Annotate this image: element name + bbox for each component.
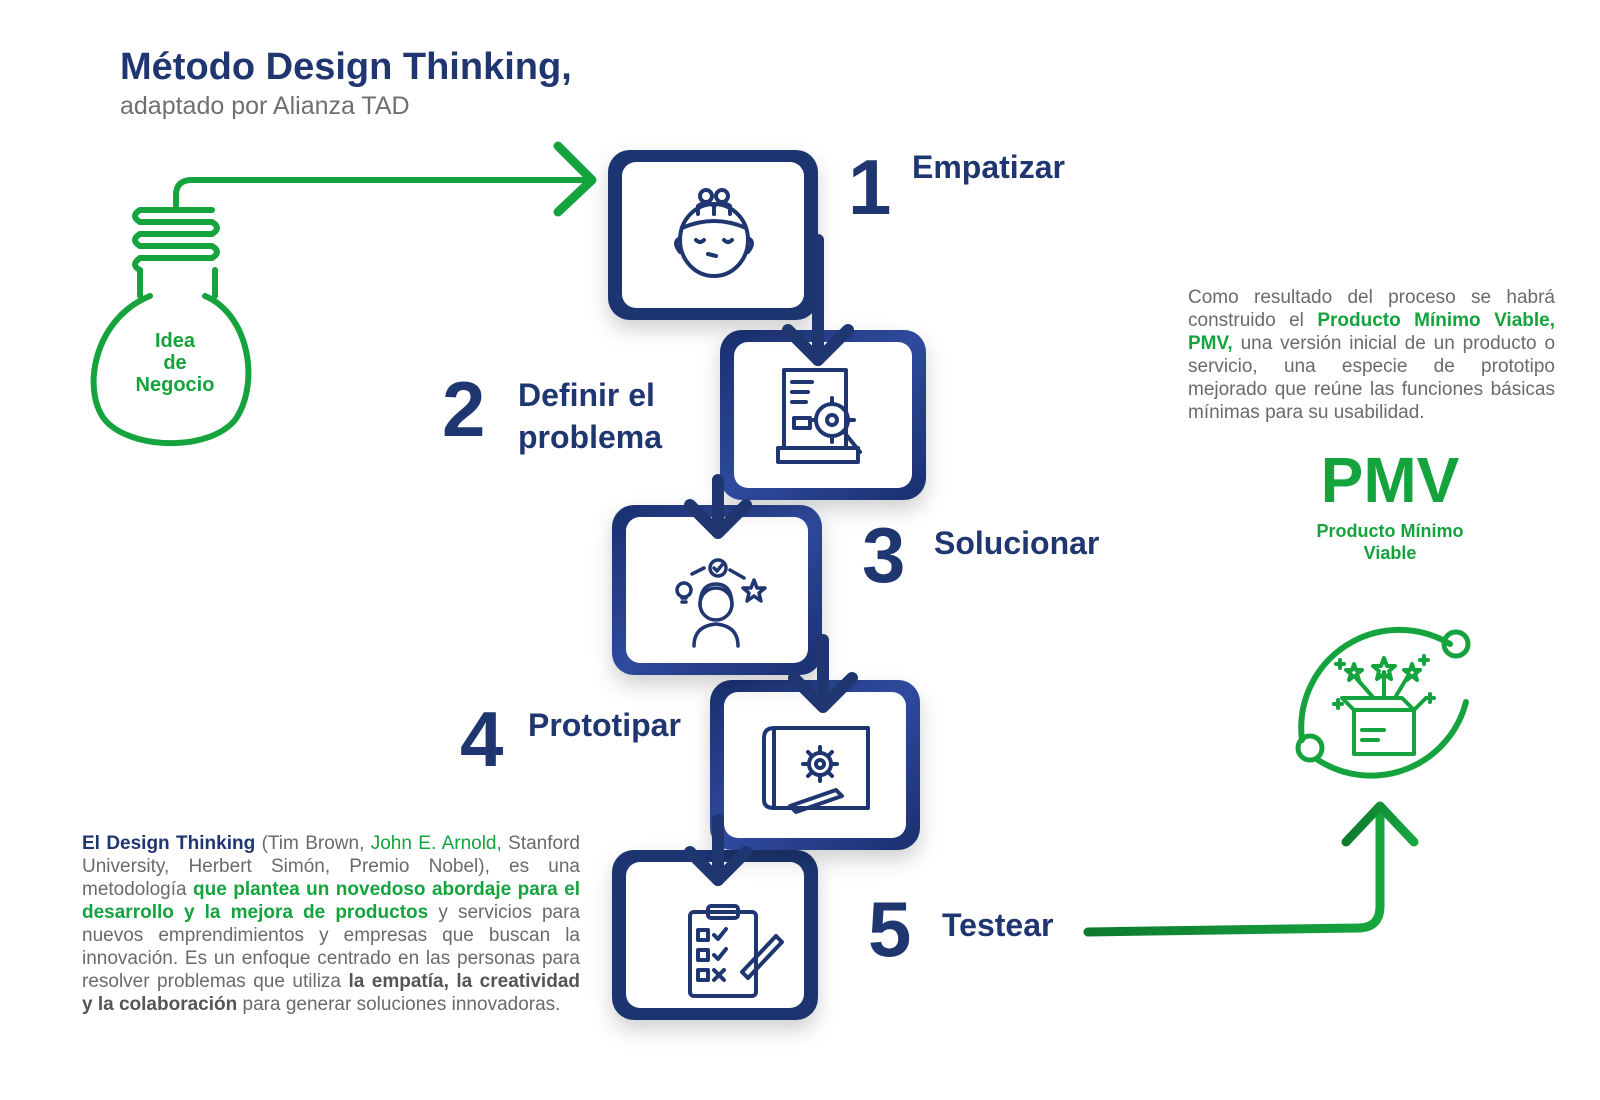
arrow-to-step1-icon xyxy=(553,141,597,217)
step-number-5: 5 xyxy=(868,885,912,973)
dt-text: Stanford University, Herbert Simón, Prem… xyxy=(82,833,580,900)
document-target-icon xyxy=(776,368,862,464)
person-ideas-icon xyxy=(675,558,767,648)
blueprint-gear-icon xyxy=(762,726,870,814)
step-label-5: Testear xyxy=(942,907,1054,943)
step-connector-arrows xyxy=(684,234,858,886)
page-title: Método Design Thinking, xyxy=(120,46,572,88)
pmv-subtitle-line2: Viable xyxy=(1363,543,1417,563)
step-number-2: 2 xyxy=(442,365,486,453)
dt-text-bold: la empatía, la creatividad y la colabora… xyxy=(82,971,580,1015)
pmv-description: Como resultado del proceso se habrá cons… xyxy=(1188,286,1555,424)
step-label-2: Definir el problema xyxy=(518,374,662,458)
step-label-1: Empatizar xyxy=(912,149,1065,185)
pmv-description-highlight: Producto Mínimo Viable, PMV, xyxy=(1188,310,1556,354)
pmv-subtitle: Producto Mínimo Viable xyxy=(1290,520,1490,564)
pmv-description-text: Como resultado del proceso se habrá cons… xyxy=(1188,287,1555,331)
page-subtitle: adaptado por Alianza TAD xyxy=(120,92,410,120)
step-label-3: Solucionar xyxy=(934,525,1100,561)
checklist-clipboard-icon xyxy=(688,904,784,998)
bulb-label: Idea de Negocio xyxy=(100,330,250,396)
bulb-label-line: de xyxy=(163,352,187,374)
step-label-2-line2: problema xyxy=(518,419,663,455)
dt-text-bold: El Design Thinking xyxy=(82,833,256,854)
dt-text: y servicios para nuevos emprendimientos … xyxy=(82,902,581,992)
head-people-icon xyxy=(674,188,754,278)
lightbulb-icon xyxy=(90,177,593,447)
step-number-3: 3 xyxy=(862,511,906,599)
step-box-3 xyxy=(612,505,822,675)
dt-text: para generar soluciones innovadoras. xyxy=(242,994,561,1015)
dt-text-green: John E. Arnold, xyxy=(370,833,502,854)
bulb-label-line: Idea xyxy=(154,330,196,352)
gift-box-stars-icon xyxy=(1332,654,1436,756)
pmv-description-text: una versión inicial de un producto o ser… xyxy=(1188,333,1556,423)
step-number-1: 1 xyxy=(848,143,892,231)
design-thinking-description: El Design Thinking (Tim Brown, John E. A… xyxy=(82,832,580,1016)
step-label-2-line1: Definir el xyxy=(518,377,655,413)
step-number-4: 4 xyxy=(460,695,504,783)
pmv-loop-icon xyxy=(1295,626,1471,779)
bulb-label-line: Negocio xyxy=(135,374,215,396)
dt-text: (Tim Brown, xyxy=(261,833,365,854)
step-label-4: Prototipar xyxy=(528,707,681,743)
pmv-title: PMV xyxy=(1320,444,1460,516)
pmv-subtitle-line1: Producto Mínimo xyxy=(1316,521,1464,541)
dt-text-highlight: que plantea un novedoso abordaje para el… xyxy=(82,879,580,923)
step-box-1 xyxy=(608,150,818,320)
arrow-to-pmv-icon xyxy=(1083,801,1419,937)
